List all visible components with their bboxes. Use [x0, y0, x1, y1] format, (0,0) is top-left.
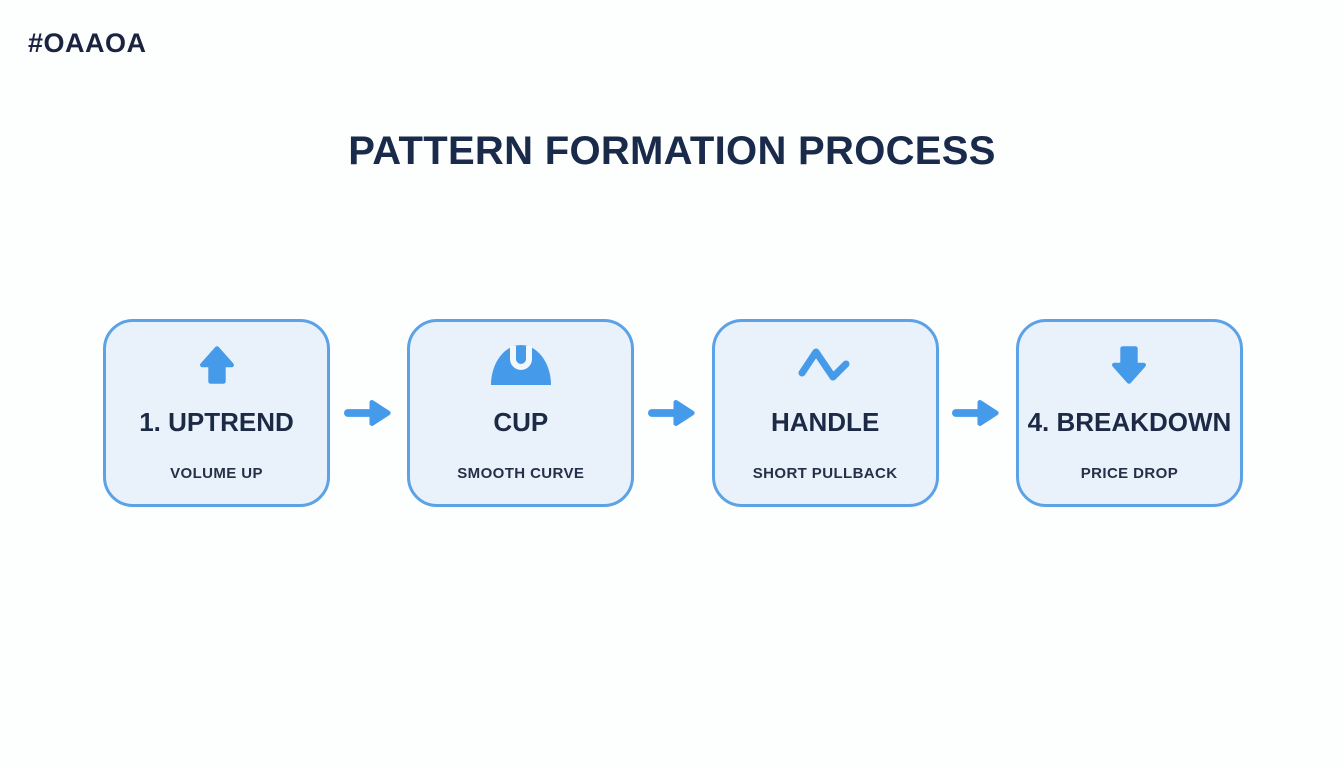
step-sublabel: SMOOTH CURVE [457, 465, 585, 482]
step-sublabel: SHORT PULLBACK [752, 465, 898, 482]
hashtag-label: #OAAOA [28, 28, 147, 58]
step-box-handle: HANDLE SHORT PULLBACK [711, 319, 939, 507]
step-label: CUP [493, 407, 549, 437]
step-box-uptrend: 1. UPTREND VOLUME UP [103, 319, 330, 507]
flow-arrow-icon [952, 397, 1002, 429]
process-flow: 1. UPTREND VOLUME UP CUP SMOOTH CURVE [103, 319, 1243, 507]
step-label: HANDLE [770, 407, 880, 437]
wave-icon [797, 339, 853, 391]
page-title: PATTERN FORMATION PROCESS [348, 129, 996, 173]
step-sublabel: PRICE DROP [1080, 465, 1179, 482]
step-sublabel: VOLUME UP [170, 465, 263, 482]
flow-arrow-icon [647, 397, 698, 429]
step-label: 4. BREAKDOWN [1027, 407, 1232, 437]
step-box-breakdown: 4. BREAKDOWN PRICE DROP [1015, 319, 1243, 507]
cup-icon [489, 339, 553, 391]
arrow-down-icon [1107, 339, 1151, 391]
flow-arrow-icon [343, 397, 394, 429]
arrow-up-icon [195, 339, 239, 391]
step-label: 1. UPTREND [139, 407, 294, 437]
step-box-cup: CUP SMOOTH CURVE [407, 319, 635, 507]
